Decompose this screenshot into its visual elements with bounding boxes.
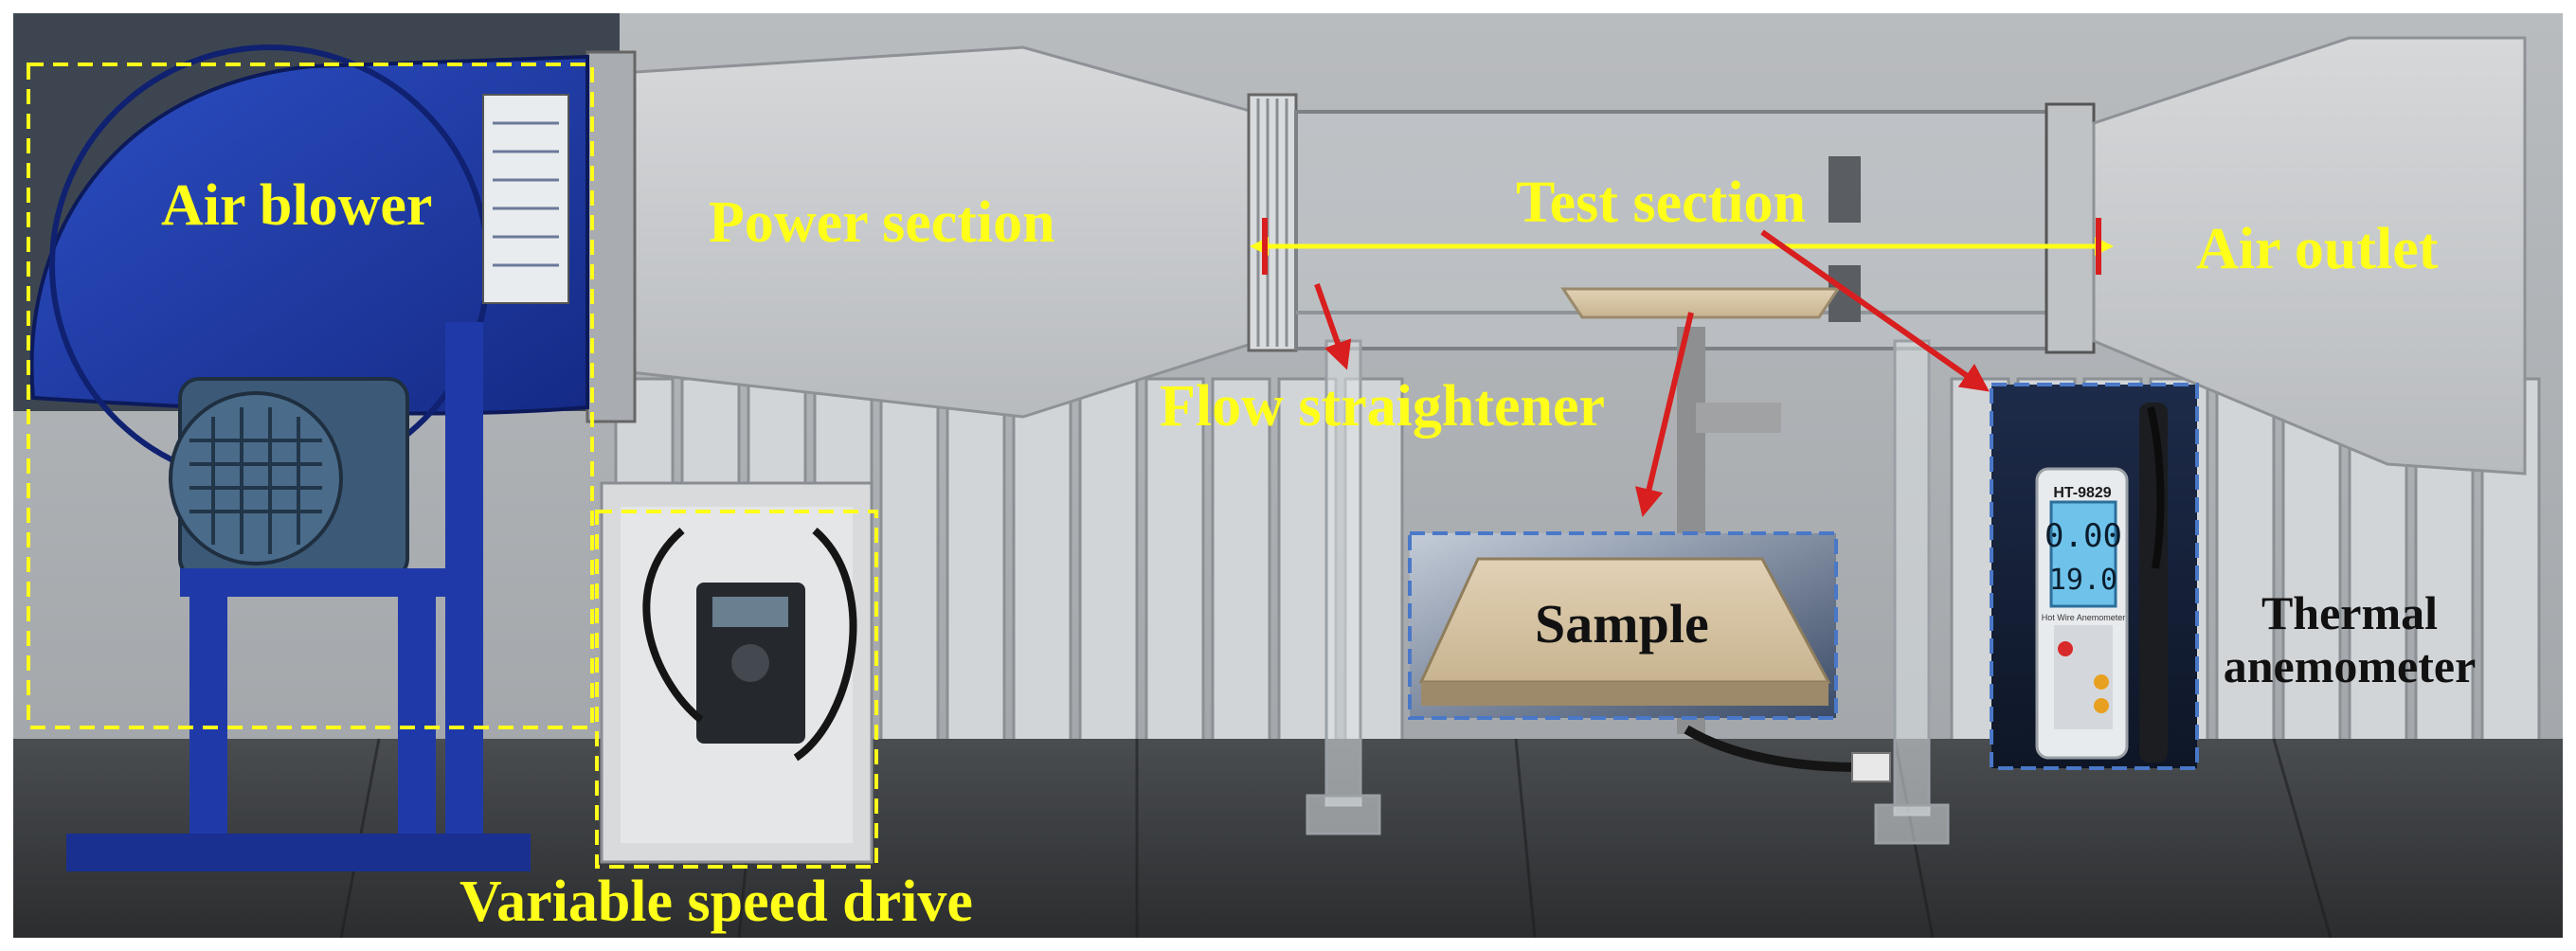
- anemometer-inset: [1990, 383, 2199, 770]
- flow-straightener: [1247, 93, 1298, 352]
- variable-speed-drive: [600, 481, 874, 864]
- sample-label: Sample: [1535, 593, 1709, 655]
- test-section-label: Test section: [1516, 170, 1806, 235]
- anemometer-caption: Hot Wire Anemometer: [2042, 613, 2126, 622]
- flow-straightener-arrow: [1314, 283, 1352, 370]
- anemometer-model: HT-9829: [2053, 485, 2111, 501]
- air-outlet-duct: [2092, 36, 2527, 476]
- thermal-anemometer-line1: Thermal: [2261, 586, 2439, 639]
- air-outlet-label: Air outlet: [2196, 217, 2439, 281]
- variable-speed-drive-box: [595, 510, 878, 869]
- anemometer-reading-bottom: 19.0: [2049, 564, 2117, 597]
- sample-inset: [1408, 531, 1838, 720]
- air-blower-label: Air blower: [161, 173, 433, 238]
- anemometer-arrow: [1760, 229, 1990, 392]
- air-blower: [29, 45, 637, 871]
- air-blower-box: [27, 63, 594, 729]
- variable-speed-drive-label: Variable speed drive: [459, 870, 973, 934]
- flow-straightener-label: Flow straightener: [1160, 374, 1606, 439]
- thermal-anemometer-label: Thermal anemometer: [2207, 589, 2492, 690]
- power-section-label: Power section: [709, 190, 1055, 255]
- anemometer-reading-top: 0.00: [2045, 517, 2122, 555]
- sample-arrow: [1634, 312, 1694, 517]
- thermal-anemometer-line2: anemometer: [2223, 639, 2477, 692]
